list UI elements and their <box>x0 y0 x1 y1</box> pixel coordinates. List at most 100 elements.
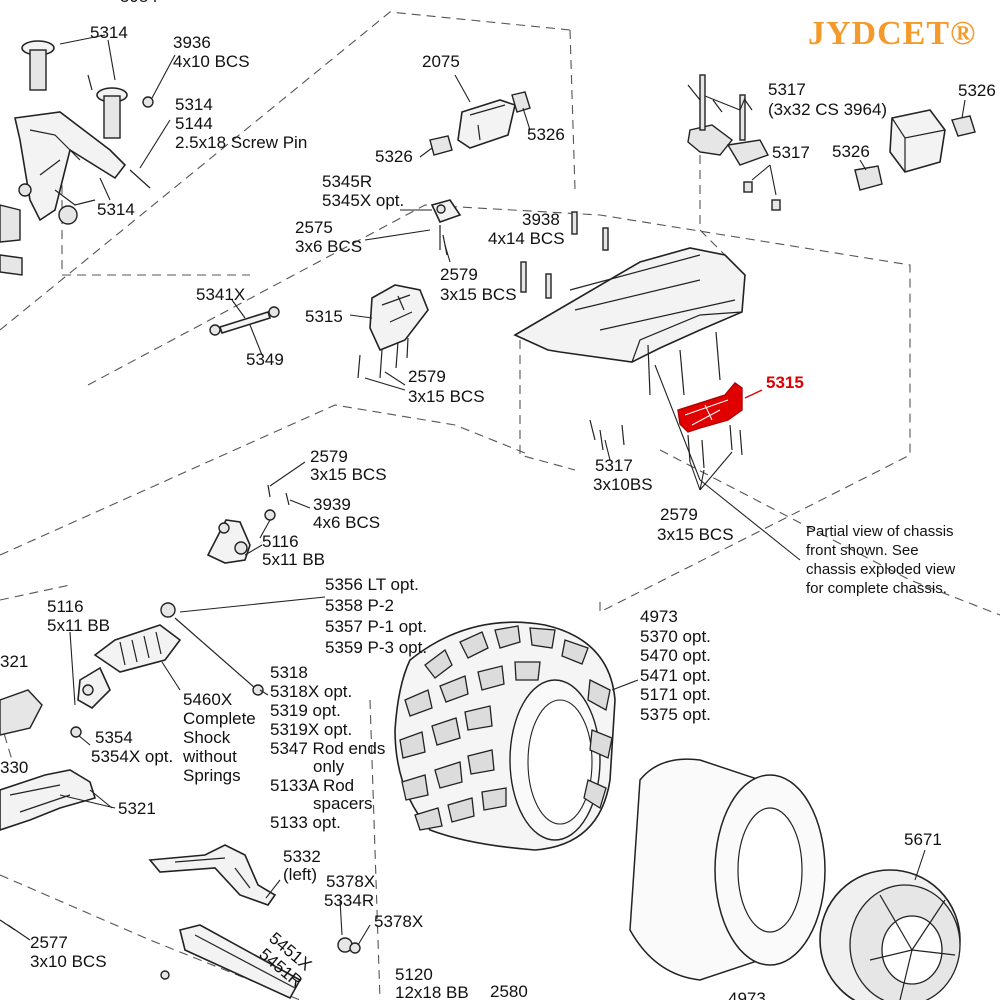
label: 5375 opt. <box>640 705 711 724</box>
label: 5984 <box>120 0 158 6</box>
label: 5116 <box>47 597 84 616</box>
label: 5321 <box>118 799 156 818</box>
driveshaft <box>0 899 371 1000</box>
label: 5x11 BB <box>47 616 110 635</box>
label: 5347 Rod ends <box>270 739 385 758</box>
label: 3x15 BCS <box>408 387 485 406</box>
label: 5359 P-3 opt. <box>325 638 427 657</box>
label: 5144 <box>175 114 213 133</box>
servo-saver-parts <box>364 199 609 299</box>
label: 3x10BS <box>593 475 653 494</box>
label: Shock <box>183 728 231 747</box>
label-highlighted: 5315 <box>766 373 804 392</box>
label: 4973 <box>640 607 678 626</box>
label: Springs <box>183 766 241 785</box>
label: 321 <box>0 652 28 671</box>
label: 5326 <box>375 147 413 166</box>
label: 5319 opt. <box>270 701 341 720</box>
label: 5471 opt. <box>640 666 711 685</box>
label: 5317 <box>768 80 806 99</box>
chassis-note-line: front shown. See <box>806 542 919 559</box>
label: 5378X <box>374 912 423 931</box>
label: 2579 <box>440 265 478 284</box>
label: 5326 <box>958 81 996 100</box>
chassis-note-line: for complete chassis. <box>806 580 947 597</box>
label: 3939 <box>313 495 351 514</box>
label: spacers <box>313 794 373 813</box>
label: 4x6 BCS <box>313 513 380 532</box>
label: 5356 LT opt. <box>325 575 419 594</box>
chassis-note-line: Partial view of chassis <box>806 523 954 540</box>
label: 5370 opt. <box>640 627 711 646</box>
label: 5120 <box>395 965 433 984</box>
leader-lines-bottom <box>7 794 116 941</box>
label: without <box>182 747 237 766</box>
label: (left) <box>283 865 317 884</box>
label: 5341X <box>196 285 245 304</box>
label: 5470 opt. <box>640 646 711 665</box>
tire <box>394 621 639 851</box>
label: 5133A Rod <box>270 776 354 795</box>
label: 5171 opt. <box>640 685 711 704</box>
label: 5x11 BB <box>262 550 325 569</box>
label: 5378X <box>326 872 375 891</box>
label: 5671 <box>904 830 942 849</box>
lower-arm-assembly <box>0 689 281 906</box>
label: 3x6 BCS <box>295 237 362 256</box>
label: 4x10 BCS <box>173 52 250 71</box>
label: 2075 <box>422 52 460 71</box>
label: 2575 <box>295 218 333 237</box>
label: 5332 <box>283 847 321 866</box>
turnbuckle-5341x <box>209 299 280 356</box>
chassis-note-line: chassis exploded view <box>806 561 955 578</box>
label: 5317 <box>595 456 633 475</box>
label: 5326 <box>832 142 870 161</box>
servo-2075 <box>419 74 531 158</box>
label: 5315 <box>305 307 343 326</box>
label: 2579 <box>310 447 348 466</box>
foam-insert <box>629 758 826 981</box>
label: 3x15 BCS <box>310 465 387 484</box>
receiver-box <box>854 99 976 191</box>
label: 4x14 BCS <box>488 229 565 248</box>
label: 12x18 BB <box>395 983 469 1000</box>
label: 3x15 BCS <box>440 285 517 304</box>
label: 5314 <box>97 200 135 219</box>
label: 5133 opt. <box>270 813 341 832</box>
wheel-rim <box>819 849 961 1000</box>
label: 5326 <box>527 125 565 144</box>
label: only <box>313 757 345 776</box>
mount-5315 <box>349 284 429 391</box>
label: 5357 P-1 opt. <box>325 617 427 636</box>
label: 3936 <box>173 33 211 52</box>
label: 5358 P-2 <box>325 596 394 615</box>
label: 5314 <box>175 95 213 114</box>
brand-logo: JYDCET® <box>808 15 976 52</box>
label: 5319X opt. <box>270 720 352 739</box>
label: 5314 <box>90 23 128 42</box>
shock-tower-assembly <box>0 34 176 276</box>
label: 5354 <box>95 728 133 747</box>
label: 5345X opt. <box>322 191 404 210</box>
label: 2.5x18 Screw Pin <box>175 133 307 152</box>
label: 5345R <box>322 172 372 191</box>
label: 4973 <box>728 989 766 1000</box>
chassis-plate <box>513 74 781 451</box>
label: (3x32 CS 3964) <box>768 100 887 119</box>
label: 2580 <box>490 982 528 1000</box>
label: 5460X <box>183 690 232 709</box>
label: 5317 <box>772 143 810 162</box>
label: 5349 <box>246 350 284 369</box>
leader-lines-mid <box>604 364 801 561</box>
label: 5318 <box>270 663 308 682</box>
label: 2579 <box>408 367 446 386</box>
label: 5116 <box>262 532 299 551</box>
label: 3938 <box>522 210 560 229</box>
label: 3x15 BCS <box>657 525 734 544</box>
highlighted-part-5315 <box>677 382 763 469</box>
label: Complete <box>183 709 256 728</box>
label: 330 <box>0 758 28 777</box>
label: 2579 <box>660 505 698 524</box>
